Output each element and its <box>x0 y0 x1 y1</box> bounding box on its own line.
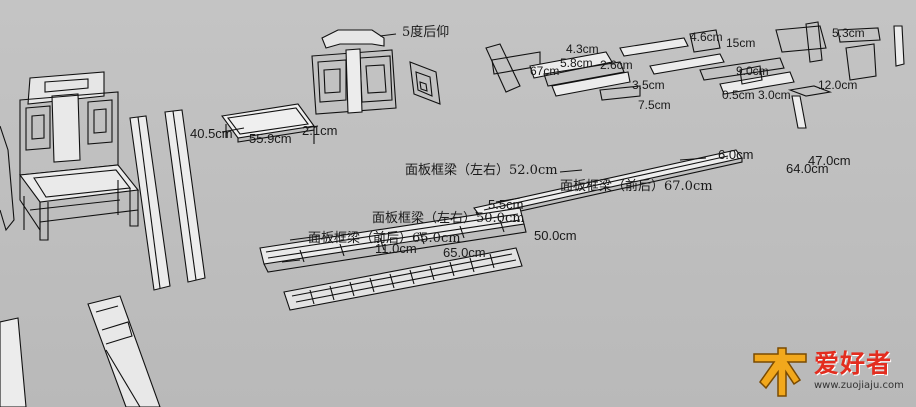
label-seat-depth: 55.9cm <box>249 131 292 146</box>
bottom-parts[interactable] <box>0 295 161 407</box>
label-dim-7-5: 7.5cm <box>638 98 671 112</box>
label-dim-2-6: 2.6cm <box>600 58 633 72</box>
frame-beams[interactable] <box>259 149 743 311</box>
seat-panel[interactable] <box>221 103 315 144</box>
label-dim-05: 0.5cm <box>722 88 755 102</box>
logo-url: www.zuojiaju.com <box>814 380 904 391</box>
label-dim-50: 50.0cm <box>534 228 577 243</box>
label-dim-67: 67cm <box>530 64 560 78</box>
label-dim-65: 65.0cm <box>443 245 486 260</box>
dimension-leaders <box>221 33 707 263</box>
label-frame-left-50: 面板框梁（左右）50.0cm <box>372 211 525 226</box>
label-dim-5-3: 5.3cm <box>832 26 865 40</box>
logo-name: 爱好者 <box>814 349 893 378</box>
label-dim-64: 64.0cm <box>786 161 829 176</box>
label-dim-5-8: 5.8cm <box>560 56 593 70</box>
label-seat-side: 2.1cm <box>302 123 338 138</box>
label-dim-3-5: 3.5cm <box>632 78 665 92</box>
site-logo[interactable]: 爱好者 www.zuojiaju.com <box>748 340 908 402</box>
label-dim-15: 15cm <box>726 36 756 50</box>
label-dim-6: 6.0cm <box>718 147 754 162</box>
label-back-angle: 5度后仰 <box>402 25 450 40</box>
label-frame-front-52: 面板框梁（左右）52.0cm <box>405 163 558 178</box>
label-dim-5-5: 5.5cm <box>488 197 524 212</box>
label-dim-47: 47.0cm <box>808 153 851 168</box>
label-dim-4-6: 4.6cm <box>690 30 723 44</box>
parts-cluster[interactable] <box>485 21 905 129</box>
wood-logo-icon <box>753 347 807 397</box>
label-dim-9: 9.0cm <box>736 64 769 78</box>
label-dim-11: 11.0cm <box>375 241 417 256</box>
label-frame-left-65: 面板框梁（前后）65.0cm <box>308 231 461 246</box>
label-frame-front-67: 面板框梁（前后）67.0cm <box>560 179 713 194</box>
label-dim-12: 12.0cm <box>818 78 858 92</box>
backrest[interactable] <box>311 29 441 115</box>
back-legs[interactable] <box>129 109 206 291</box>
label-dim-3-0: 3.0cm <box>758 88 791 102</box>
label-seat-width: 40.5cm <box>190 126 233 141</box>
chair-assembled[interactable] <box>0 71 140 241</box>
label-dim-4-3: 4.3cm <box>566 42 599 56</box>
